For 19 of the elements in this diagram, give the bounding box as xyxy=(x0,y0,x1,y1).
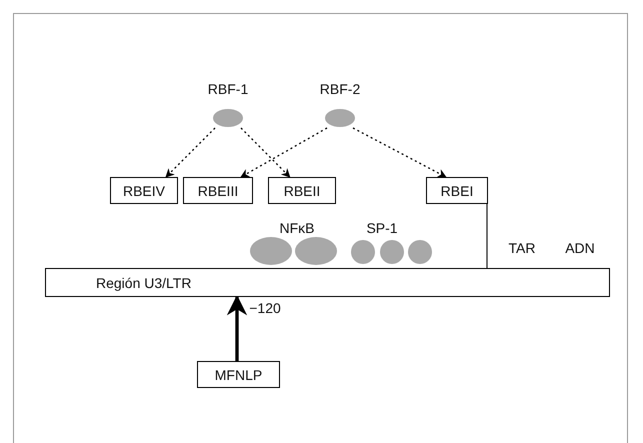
element-box: RBEI xyxy=(426,177,488,204)
protein-label: NFκB xyxy=(280,220,314,236)
protein-label: SP-1 xyxy=(366,220,398,236)
edge-label: −120 xyxy=(249,300,281,316)
factor-label: RBF-1 xyxy=(208,81,248,97)
arrow xyxy=(226,294,248,361)
element-box: RBEIII xyxy=(183,177,253,204)
region-bar: Región U3/LTR xyxy=(45,268,610,297)
element-box: RBEII xyxy=(268,177,336,204)
arrow xyxy=(240,128,290,178)
arrow xyxy=(352,127,447,178)
element-box: RBEIV xyxy=(110,177,178,204)
protein-label: ADN xyxy=(565,240,595,256)
protein-label: TAR xyxy=(508,240,536,256)
arrow xyxy=(240,127,328,178)
element-box: MFNLP xyxy=(197,361,280,388)
arrow xyxy=(165,128,216,178)
connector-line xyxy=(486,204,488,268)
factor-label: RBF-2 xyxy=(320,81,360,97)
